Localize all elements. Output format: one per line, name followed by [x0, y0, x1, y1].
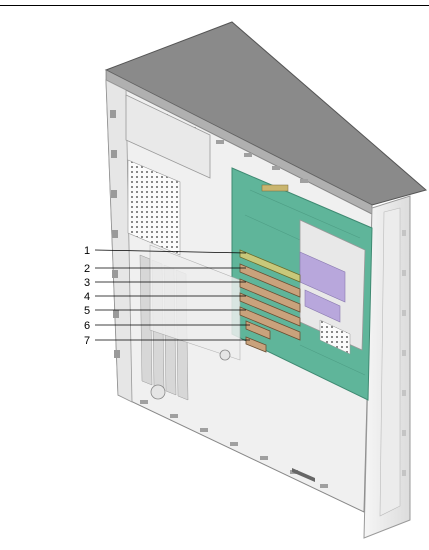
- slot-pci-3: [239, 278, 301, 313]
- standoff: [219, 349, 231, 361]
- callout-label-7: 7: [84, 335, 90, 347]
- callout-label-6: 6: [84, 320, 90, 332]
- slot-pci-5: [239, 306, 301, 341]
- callout-label-2: 2: [84, 263, 90, 275]
- slot-agp: [239, 249, 301, 283]
- front-bezel-inner: [379, 207, 401, 517]
- callout-line-1: [94, 249, 247, 254]
- drive-vent: [319, 319, 351, 355]
- left-frame-rail: [105, 79, 133, 403]
- standoff: [150, 384, 166, 400]
- callout-label-4: 4: [84, 291, 90, 303]
- drive-cage-panel-lower: [304, 289, 341, 323]
- bezel-holes: [402, 230, 406, 476]
- slot-short-6: [245, 320, 271, 340]
- top-rule: [0, 5, 429, 6]
- motherboard-traces: [244, 189, 366, 376]
- callouts: 1 2 3 4 5 6 7: [84, 245, 250, 347]
- callout-label-5: 5: [84, 305, 90, 317]
- callout-label-3: 3: [84, 277, 90, 289]
- slot-short-7: [245, 336, 267, 353]
- slot-pci-4: [239, 292, 301, 327]
- fan-vent-grille: [127, 159, 181, 256]
- bottom-slot: [292, 468, 315, 482]
- slot-group: [239, 249, 301, 353]
- slot-pci-2: [239, 263, 301, 298]
- motherboard-connector: [261, 184, 289, 192]
- callout-label-1: 1: [84, 245, 90, 257]
- drive-cage-panel-upper: [299, 251, 346, 303]
- power-supply-bay: [125, 94, 211, 179]
- left-rail-holes: [110, 110, 120, 358]
